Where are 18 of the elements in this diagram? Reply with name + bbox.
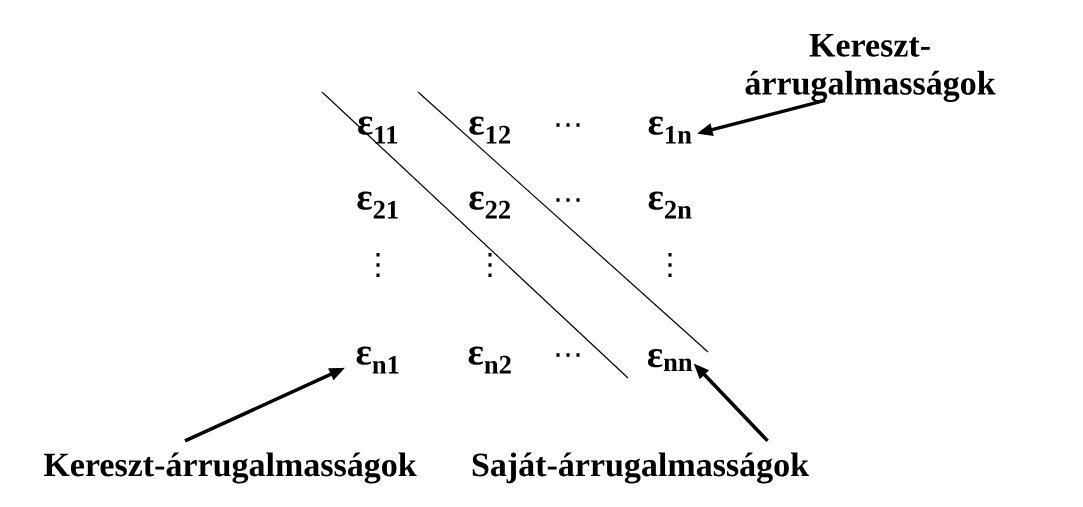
matrix-entry: ε$_{2n}$ bbox=[648, 191, 692, 219]
ellipsis: ⋮ bbox=[376, 252, 380, 278]
matrix-entry: ε$_{22}$ bbox=[469, 191, 511, 219]
matrix-entry: ε$_{12}$ bbox=[469, 116, 511, 144]
heading-text: Kereszt- árrugalmasságok bbox=[745, 34, 996, 102]
matrix-entry: ε$_{nn}$ bbox=[647, 349, 693, 371]
matrix-entry: ε$_{11}$ bbox=[358, 116, 398, 144]
matrix-entry: ε$_{21}$ bbox=[357, 191, 398, 219]
ellipsis: … bbox=[556, 353, 580, 357]
matrix-entry: ε$_{n1}$ bbox=[356, 346, 399, 374]
heading-text: Kereszt-árrugalmasságok bbox=[43, 452, 417, 484]
heading-text: Saját-árrugalmasságok bbox=[472, 452, 809, 484]
ellipsis: ⋮ bbox=[668, 252, 672, 278]
matrix-entry: ε$_{1n}$ bbox=[648, 116, 692, 144]
matrix-entry: ε$_{n2}$ bbox=[468, 346, 511, 374]
ellipsis: … bbox=[556, 123, 580, 127]
ellipsis: … bbox=[556, 198, 580, 202]
ellipsis: ⋮ bbox=[488, 252, 492, 278]
